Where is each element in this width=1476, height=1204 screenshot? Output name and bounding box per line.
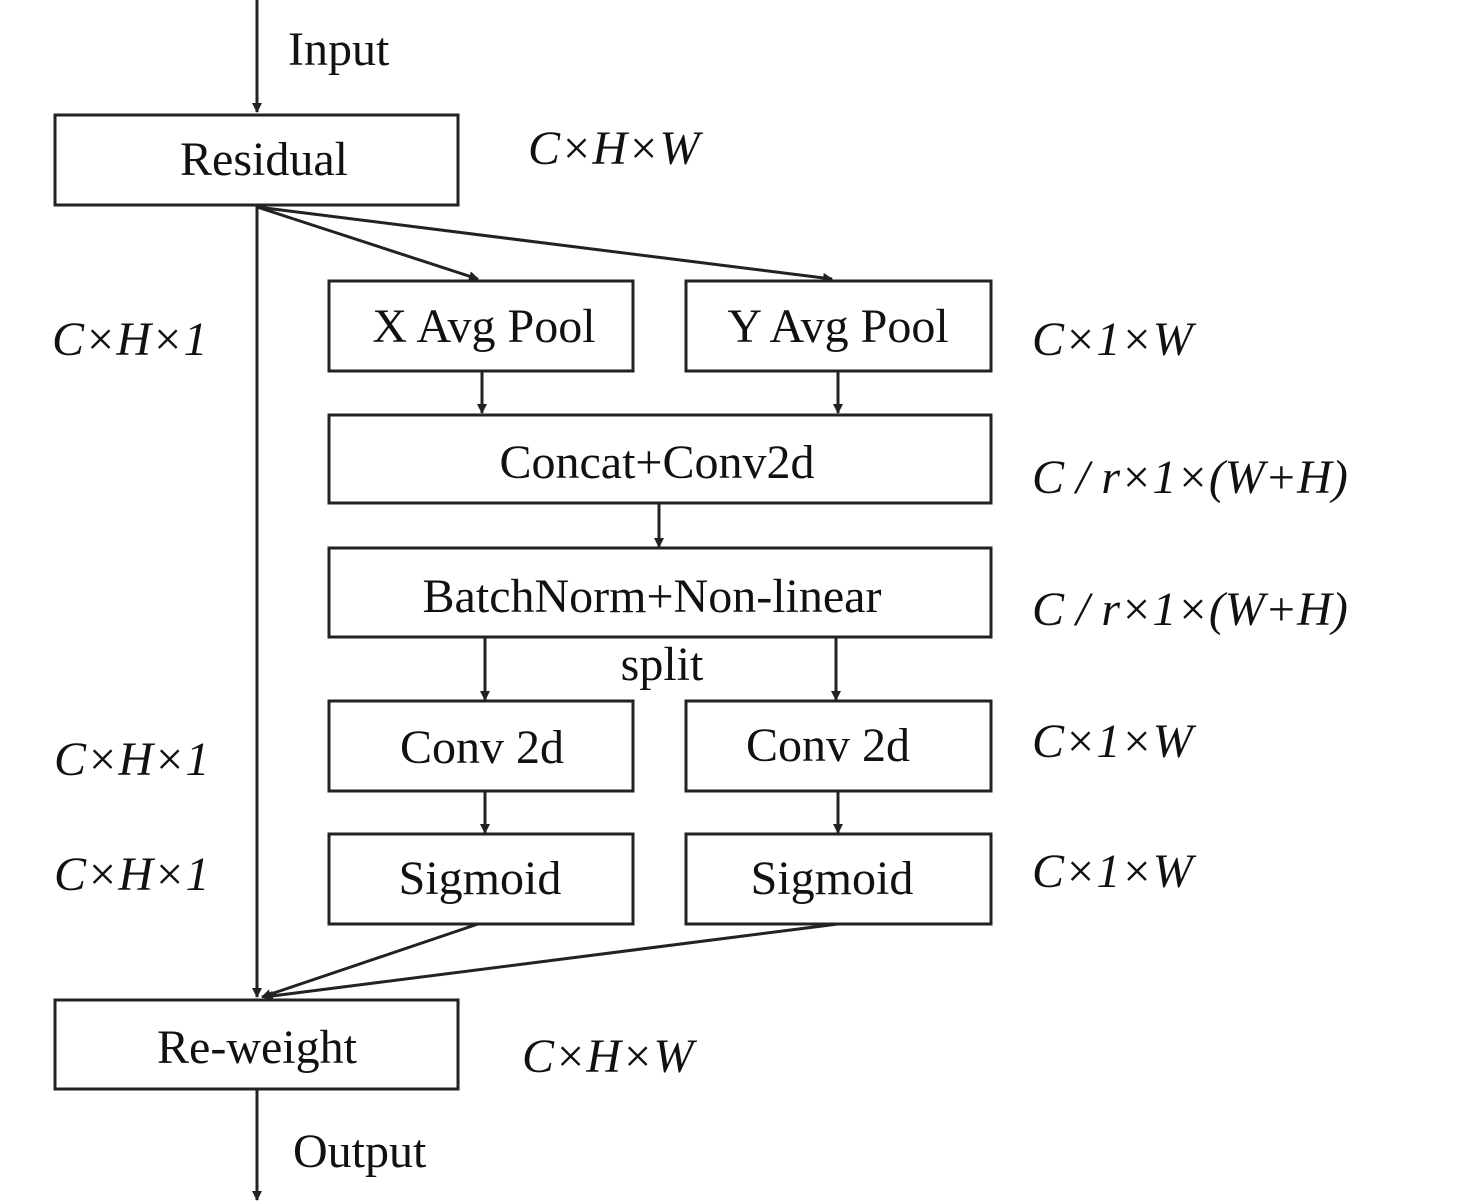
reweight-box bbox=[53, 998, 460, 1091]
dim-left-conv: C×H×1 bbox=[54, 733, 209, 786]
output-label: Output bbox=[293, 1125, 427, 1178]
y-avg-pool-label: Y Avg Pool bbox=[727, 300, 948, 353]
sigmoid-right-label: Sigmoid bbox=[751, 852, 914, 905]
split-label: split bbox=[621, 638, 704, 691]
dim-batchnorm: C / r×1×(W+H) bbox=[1032, 583, 1348, 636]
concat-conv-box bbox=[327, 413, 993, 505]
residual-box bbox=[53, 113, 460, 207]
conv-left-label: Conv 2d bbox=[400, 721, 564, 774]
dim-left-pool: C×H×1 bbox=[52, 313, 207, 366]
conv-right-label: Conv 2d bbox=[746, 719, 910, 772]
sigmoid-right-box bbox=[684, 832, 993, 926]
connections bbox=[252, 0, 843, 1201]
arrow-sigmoid-left-reweight bbox=[261, 922, 479, 999]
x-avg-pool-box bbox=[327, 279, 635, 373]
sigmoid-left-label: Sigmoid bbox=[399, 852, 562, 905]
arrow-to-y-pool bbox=[256, 205, 833, 283]
dim-right-sigmoid: C×1×W bbox=[1032, 845, 1197, 898]
concat-conv-label: Concat+Conv2d bbox=[499, 436, 814, 489]
dim-right-conv: C×1×W bbox=[1032, 715, 1197, 768]
dim-reweight: C×H×W bbox=[522, 1030, 697, 1083]
arrow-to-x-pool bbox=[256, 205, 479, 281]
sigmoid-left-box bbox=[327, 832, 635, 926]
dim-residual: C×H×W bbox=[528, 122, 703, 175]
batchnorm-box bbox=[327, 546, 993, 639]
x-avg-pool-label: X Avg Pool bbox=[372, 300, 595, 353]
conv-right-box bbox=[684, 699, 993, 793]
batchnorm-label: BatchNorm+Non-linear bbox=[423, 570, 882, 623]
input-label: Input bbox=[288, 23, 390, 76]
arrow-sigmoid-right-reweight bbox=[263, 922, 839, 1001]
dim-concat: C / r×1×(W+H) bbox=[1032, 451, 1348, 504]
dim-left-sigmoid: C×H×1 bbox=[54, 848, 209, 901]
residual-label: Residual bbox=[180, 133, 348, 186]
dim-right-pool: C×1×W bbox=[1032, 313, 1197, 366]
y-avg-pool-box bbox=[684, 279, 993, 373]
conv-left-box bbox=[327, 699, 635, 793]
reweight-label: Re-weight bbox=[157, 1021, 358, 1074]
